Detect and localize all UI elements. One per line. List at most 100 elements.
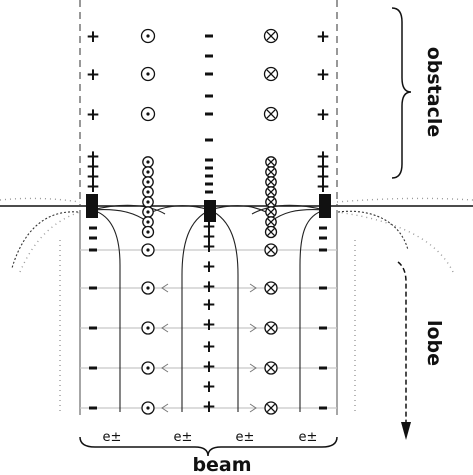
minus-sign xyxy=(319,226,327,230)
plus-sign: + xyxy=(86,157,100,177)
plus-sign: + xyxy=(202,217,216,237)
cross-circle-symbol xyxy=(264,243,278,257)
plus-sign: + xyxy=(202,315,216,335)
electron-label-3: e± xyxy=(236,430,255,445)
minus-sign xyxy=(205,174,213,178)
lobe-arrow-head xyxy=(401,422,411,440)
minus-sign xyxy=(319,236,327,240)
minus-sign xyxy=(205,166,213,170)
dot-circle-symbol xyxy=(142,176,154,188)
minus-sign xyxy=(205,112,213,116)
dot-circle-symbol xyxy=(141,225,155,239)
cross-circle-symbol xyxy=(264,281,278,295)
dot-circle-symbol xyxy=(141,243,155,257)
cross-circle-symbol xyxy=(265,156,277,168)
cross-circle-symbol xyxy=(264,321,278,335)
surface-charge-left xyxy=(86,194,98,218)
minus-sign xyxy=(205,34,213,38)
side-spiral-arcs xyxy=(11,210,409,269)
arrowhead-left xyxy=(161,363,169,373)
plus-sign: + xyxy=(202,237,216,257)
plus-sign: + xyxy=(86,147,100,167)
lobe-label: lobe xyxy=(423,320,445,366)
lobe-boundary xyxy=(79,210,338,415)
minus-sign xyxy=(89,326,97,330)
plus-sign: + xyxy=(86,177,100,197)
cross-circle-symbol xyxy=(265,216,277,228)
obstacle-boundary xyxy=(79,0,338,205)
dot-circle-symbol xyxy=(140,66,156,82)
minus-sign xyxy=(319,286,327,290)
minus-sign xyxy=(319,326,327,330)
cross-circle-symbol xyxy=(264,225,278,239)
lobe-dotted-edges xyxy=(0,197,473,415)
cross-circle-symbol xyxy=(263,66,279,82)
plus-sign: + xyxy=(86,105,100,125)
plus-sign: + xyxy=(202,227,216,247)
minus-sign xyxy=(89,248,97,252)
lobe-grid xyxy=(80,249,337,409)
lobe-arrowheads xyxy=(161,283,257,413)
plus-sign: + xyxy=(316,177,330,197)
arrowhead-left xyxy=(161,283,169,293)
surface-charge-center xyxy=(204,200,216,222)
plus-sign: + xyxy=(316,105,330,125)
obstacle-label: obstacle xyxy=(423,47,445,138)
plus-sign: + xyxy=(202,357,216,377)
cross-circle-symbol xyxy=(264,401,278,415)
minus-sign xyxy=(89,366,97,370)
cross-circle-symbol xyxy=(265,196,277,208)
dot-circle-symbol xyxy=(142,156,154,168)
plus-sign: + xyxy=(86,167,100,187)
minus-sign xyxy=(205,94,213,98)
plus-sign: + xyxy=(86,65,100,85)
plus-sign: + xyxy=(202,337,216,357)
minus-sign xyxy=(205,54,213,58)
plus-sign: + xyxy=(316,27,330,47)
dot-circle-symbol xyxy=(142,186,154,198)
plus-sign: + xyxy=(316,157,330,177)
arrowhead-left xyxy=(161,403,169,413)
plus-sign: + xyxy=(316,167,330,187)
cross-circle-symbol xyxy=(263,28,279,44)
electron-labels: e± e± e± e± xyxy=(103,430,318,445)
cross-circle-symbol xyxy=(265,166,277,178)
cross-circle-symbol xyxy=(265,206,277,218)
dot-circle-symbol xyxy=(141,321,155,335)
arrowhead-right xyxy=(249,283,257,293)
cross-circle-symbol xyxy=(264,361,278,375)
cross-circle-symbol xyxy=(265,186,277,198)
minus-sign xyxy=(205,72,213,76)
dot-circle-symbol xyxy=(140,106,156,122)
dot-circle-symbol xyxy=(141,361,155,375)
minus-sign xyxy=(205,190,213,194)
lobe-arrow-line xyxy=(397,261,407,424)
arrowhead-right xyxy=(249,403,257,413)
dot-circle-symbol xyxy=(140,28,156,44)
arrowhead-right xyxy=(249,363,257,373)
minus-sign xyxy=(89,236,97,240)
electron-label-2: e± xyxy=(174,430,193,445)
minus-sign xyxy=(89,286,97,290)
dot-circle-symbol xyxy=(141,401,155,415)
plus-sign: + xyxy=(316,65,330,85)
plus-sign: + xyxy=(316,147,330,167)
plus-sign: + xyxy=(202,257,216,277)
minus-sign xyxy=(319,406,327,410)
minus-sign xyxy=(89,226,97,230)
dot-circle-symbol xyxy=(142,196,154,208)
dot-circle-symbol xyxy=(142,166,154,178)
beam-brace xyxy=(79,436,338,457)
dot-circle-symbol xyxy=(142,216,154,228)
minus-sign xyxy=(205,138,213,142)
plus-sign: + xyxy=(202,277,216,297)
plus-sign: + xyxy=(202,397,216,417)
minus-sign xyxy=(89,406,97,410)
dot-circle-symbol xyxy=(141,281,155,295)
electron-label-1: e± xyxy=(103,430,122,445)
beam-label: beam xyxy=(192,454,251,475)
minus-sign xyxy=(319,366,327,370)
charge-and-field-symbols: +++++++++++++++++++++++++ xyxy=(86,27,330,417)
plus-sign: + xyxy=(86,27,100,47)
